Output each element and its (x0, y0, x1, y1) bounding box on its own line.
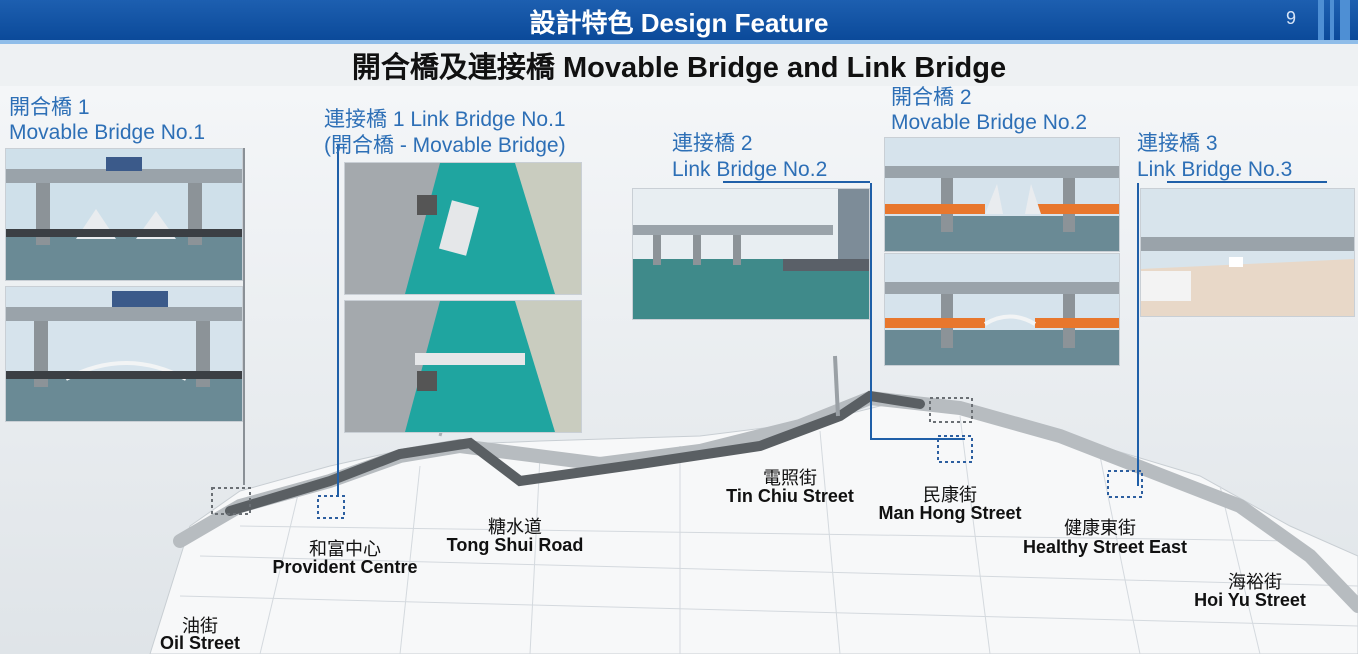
provident-centre-en: Provident Centre (272, 557, 418, 577)
header-title: 設計特色 Design Feature (529, 8, 829, 38)
hoi-yu-street-en: Hoi Yu Street (1194, 590, 1306, 610)
healthy-street-east-en: Healthy Street East (1022, 537, 1188, 557)
leader-line (870, 183, 872, 440)
link-bridge-1-line2: (開合橋 - Movable Bridge) (324, 134, 566, 157)
movable-bridge-1-zh: 開合橋 1 (9, 96, 90, 119)
leader-line (243, 148, 245, 485)
leader-line (1167, 181, 1327, 183)
movable-bridge-2-photo-closed (884, 253, 1120, 366)
movable-bridge-1-photo-closed (5, 286, 243, 422)
link-bridge-3-photo (1140, 188, 1355, 317)
leader-line (1137, 183, 1139, 486)
link-bridge-3-zh: 連接橋 3 (1137, 132, 1218, 155)
header-rule (0, 40, 1358, 44)
link-bridge-1-photo-top (344, 162, 582, 295)
provident-centre-zh: 和富中心 (309, 539, 381, 559)
tin-chiu-street-zh: 電照街 (763, 468, 817, 488)
tong-shui-road-en: Tong Shui Road (446, 535, 584, 555)
healthy-street-east-zh: 健康東街 (1064, 518, 1136, 538)
oil-street-zh: 油街 (182, 616, 218, 636)
movable-bridge-2-zh: 開合橋 2 (891, 86, 972, 109)
page-number: 9 (1286, 8, 1297, 28)
leader-line (337, 145, 339, 497)
man-hong-street-en: Man Hong Street (878, 503, 1022, 523)
header-stripe (1330, 0, 1334, 40)
header-stripe (1318, 0, 1324, 40)
link-bridge-2-zh: 連接橋 2 (672, 132, 753, 155)
movable-bridge-2-en: Movable Bridge No.2 (891, 111, 1088, 134)
tong-shui-road-zh: 糖水道 (488, 517, 542, 537)
header-bar (0, 0, 1358, 40)
link-bridge-2-photo (632, 188, 870, 320)
link-bridge-3-en: Link Bridge No.3 (1137, 158, 1293, 181)
movable-bridge-1-en: Movable Bridge No.1 (9, 121, 206, 144)
movable-bridge-1-photo-open (5, 148, 243, 281)
man-hong-street-zh: 民康街 (923, 485, 977, 505)
link-bridge-2-en: Link Bridge No.2 (672, 158, 828, 181)
oil-street-en: Oil Street (159, 633, 241, 653)
leader-line (870, 438, 965, 440)
link-bridge-1-photo-bottom (344, 300, 582, 433)
hoi-yu-street-zh: 海裕街 (1228, 572, 1282, 592)
slide-title: 開合橋及連接橋 Movable Bridge and Link Bridge (351, 52, 1007, 84)
header-stripe (1340, 0, 1350, 40)
leader-line (723, 181, 870, 183)
link-bridge-1-line1: 連接橋 1 Link Bridge No.1 (324, 108, 566, 131)
tin-chiu-street-en: Tin Chiu Street (726, 486, 854, 506)
movable-bridge-2-photo-open (884, 137, 1120, 252)
